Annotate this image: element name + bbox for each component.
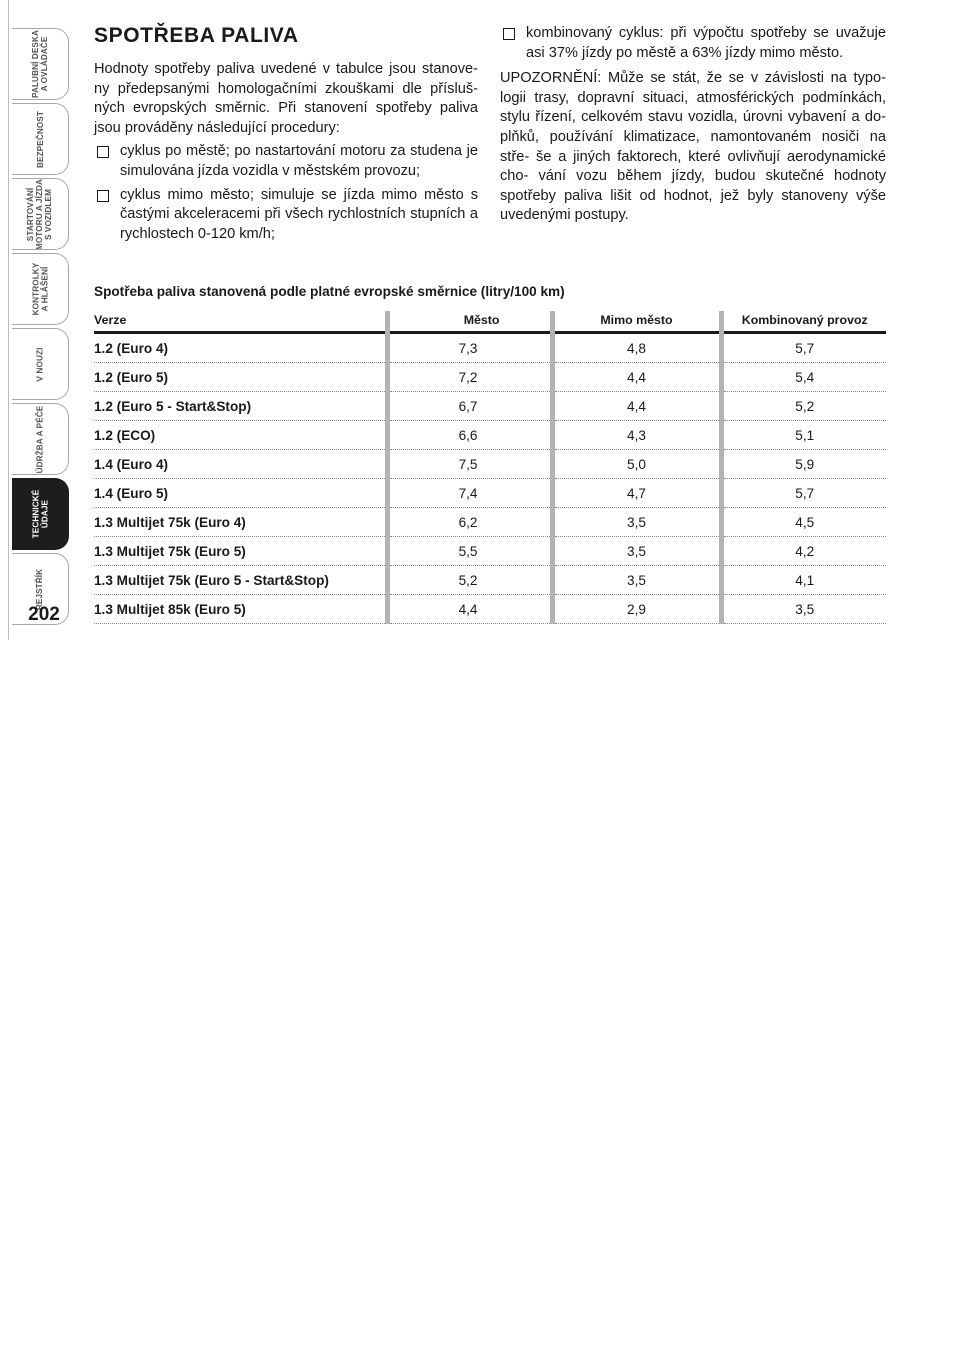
tab-kontrolky[interactable]: KONTROLKY A HLÁŠENÍ (12, 253, 69, 325)
cell-verze: 1.2 (ECO) (94, 420, 390, 450)
cell-mimo-mesto: 4,8 (552, 332, 724, 363)
checkbox-bullet-icon (97, 189, 109, 202)
table-row: 1.3 Multijet 75k (Euro 5 - Start&Stop)5,… (94, 565, 886, 595)
tab-label: BEZPEČNOST (35, 110, 45, 168)
cell-verze: 1.2 (Euro 4) (94, 332, 390, 363)
list-item-text: kombinovaný cyklus: při výpočtu spotřeby… (526, 25, 886, 61)
page-number: 202 (28, 604, 60, 625)
list-item: cyklus mimo město; simuluje se jízda mim… (94, 186, 478, 245)
cell-verze: 1.3 Multijet 75k (Euro 5 - Start&Stop) (94, 565, 390, 595)
cell-kombinovany: 4,1 (721, 565, 886, 595)
cell-kombinovany: 5,9 (721, 449, 886, 479)
checkbox-bullet-icon (503, 28, 515, 40)
cell-mesto: 5,2 (387, 565, 555, 595)
tab-label: ÚDRŽBA A PÉČE (35, 405, 45, 473)
cell-mesto: 7,3 (387, 332, 555, 363)
column-header-kombinovany: Kombinovaný provoz (721, 311, 886, 334)
tab-label: KONTROLKY A HLÁŠENÍ (30, 262, 49, 316)
cell-mesto: 6,2 (387, 507, 555, 537)
cell-kombinovany: 4,2 (721, 536, 886, 566)
cell-mesto: 7,4 (387, 478, 555, 508)
table-title: Spotřeba paliva stanovená podle platné e… (94, 284, 565, 299)
cell-mimo-mesto: 3,5 (552, 536, 724, 566)
right-column: kombinovaný cyklus: při výpočtu spotřeby… (500, 24, 886, 230)
checkbox-bullet-icon (97, 146, 109, 159)
cell-verze: 1.2 (Euro 5) (94, 362, 390, 392)
warning-paragraph: UPOZORNĚNÍ: Může se stát, že se v závisl… (500, 70, 886, 224)
cell-mimo-mesto: 4,4 (552, 391, 724, 421)
cell-mimo-mesto: 4,3 (552, 420, 724, 450)
list-item: cyklus po městě; po nastartování motoru … (94, 142, 478, 181)
cell-verze: 1.4 (Euro 5) (94, 478, 390, 508)
cell-mimo-mesto: 2,9 (552, 594, 724, 624)
list-item-text: cyklus po městě; po nastartování motoru … (120, 143, 478, 179)
tab-v-nouzi[interactable]: V NOUZI (12, 328, 69, 400)
cell-verze: 1.3 Multijet 75k (Euro 4) (94, 507, 390, 537)
cell-verze: 1.4 (Euro 4) (94, 449, 390, 479)
cell-verze: 1.3 Multijet 75k (Euro 5) (94, 536, 390, 566)
cell-kombinovany: 5,7 (721, 478, 886, 508)
tab-label: PALUBNÍ DESKA A OVLÁDAČE (31, 29, 50, 99)
table-header-row: Verze Město Mimo město Kombinovaný provo… (94, 311, 886, 334)
tab-udrzba[interactable]: ÚDRŽBA A PÉČE (12, 403, 69, 475)
cell-mimo-mesto: 3,5 (552, 565, 724, 595)
cell-mesto: 4,4 (387, 594, 555, 624)
cell-mesto: 7,2 (387, 362, 555, 392)
cell-mimo-mesto: 4,4 (552, 362, 724, 392)
intro-paragraph: Hodnoty spotřeby paliva uvedené v tabulc… (94, 61, 478, 136)
cell-kombinovany: 4,5 (721, 507, 886, 537)
cell-mesto: 6,7 (387, 391, 555, 421)
cell-mesto: 5,5 (387, 536, 555, 566)
tab-label: V NOUZI (35, 347, 45, 381)
section-tabs: PALUBNÍ DESKA A OVLÁDAČE BEZPEČNOST STAR… (0, 0, 80, 640)
tab-rail-line (0, 0, 9, 640)
list-item-text: cyklus mimo město; simuluje se jízda mim… (120, 186, 478, 242)
cell-mesto: 6,6 (387, 420, 555, 450)
page-title: SPOTŘEBA PALIVA (94, 24, 299, 47)
cell-kombinovany: 5,7 (721, 332, 886, 363)
list-item: kombinovaný cyklus: při výpočtu spotřeby… (500, 24, 886, 63)
cell-kombinovany: 3,5 (721, 594, 886, 624)
tab-palubni-deska[interactable]: PALUBNÍ DESKA A OVLÁDAČE (12, 28, 69, 100)
tab-label: STARTOVÁNÍ MOTORU A JÍZDA S VOZIDLEM (26, 178, 54, 250)
cell-verze: 1.2 (Euro 5 - Start&Stop) (94, 391, 390, 421)
left-column: SPOTŘEBA PALIVA Hodnoty spotřeby paliva … (94, 24, 478, 248)
column-header-mimo-mesto: Mimo město (552, 311, 724, 334)
tab-startovani[interactable]: STARTOVÁNÍ MOTORU A JÍZDA S VOZIDLEM (12, 178, 69, 250)
tab-rejstrik[interactable]: REJSTŘÍK (12, 553, 69, 625)
tab-technicke-udaje[interactable]: TECHNICKÉ ÚDAJE (12, 478, 69, 550)
fuel-consumption-table: Verze Město Mimo město Kombinovaný provo… (94, 311, 886, 624)
cell-kombinovany: 5,2 (721, 391, 886, 421)
cell-mimo-mesto: 5,0 (552, 449, 724, 479)
cell-mimo-mesto: 3,5 (552, 507, 724, 537)
cell-mimo-mesto: 4,7 (552, 478, 724, 508)
tab-bezpecnost[interactable]: BEZPEČNOST (12, 103, 69, 175)
cell-kombinovany: 5,1 (721, 420, 886, 450)
cell-verze: 1.3 Multijet 85k (Euro 5) (94, 594, 390, 624)
cell-mesto: 7,5 (387, 449, 555, 479)
tab-label: TECHNICKÉ ÚDAJE (30, 489, 49, 539)
cell-kombinovany: 5,4 (721, 362, 886, 392)
column-header-mesto: Město (387, 311, 555, 334)
column-header-verze: Verze (94, 311, 390, 334)
fuel-consumption-table-section: Spotřeba paliva stanovená podle platné e… (94, 283, 886, 624)
